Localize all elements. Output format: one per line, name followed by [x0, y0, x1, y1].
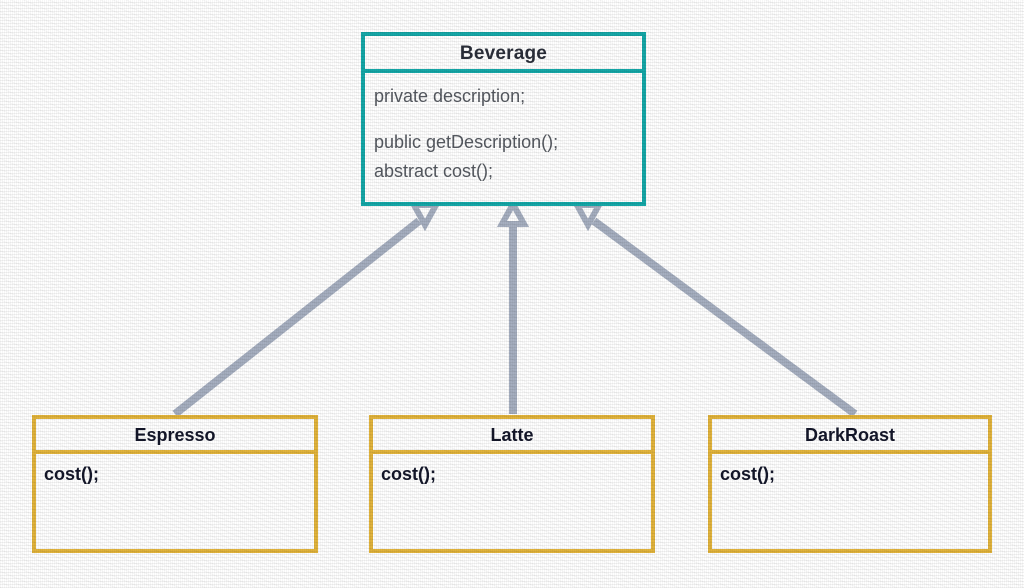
attribute-description: private description;: [374, 86, 526, 106]
class-name-espresso: Espresso: [36, 419, 314, 454]
class-box-espresso[interactable]: Espresso cost();: [32, 415, 318, 553]
member-spacer: [374, 111, 642, 128]
class-box-latte[interactable]: Latte cost();: [369, 415, 655, 553]
hollow-triangle-arrowhead-icon: [496, 197, 530, 227]
class-box-darkroast[interactable]: DarkRoast cost();: [708, 415, 992, 553]
class-members-espresso: cost();: [44, 464, 99, 484]
class-box-beverage[interactable]: Beverage private description; public get…: [361, 32, 646, 206]
operation-get-description: public getDescription();: [374, 132, 559, 152]
class-members-darkroast: cost();: [720, 464, 775, 484]
class-members-latte: cost();: [381, 464, 436, 484]
generalization-espresso-to-beverage: [172, 202, 442, 418]
class-members-beverage: private description; public getDescripti…: [365, 73, 642, 186]
class-name-latte: Latte: [373, 419, 651, 454]
generalization-latte-to-beverage: [496, 197, 530, 414]
generalization-darkroast-to-beverage: [571, 202, 858, 418]
operation-abstract-cost: abstract cost();: [374, 161, 494, 181]
class-name-darkroast: DarkRoast: [712, 419, 988, 454]
class-name-beverage: Beverage: [365, 36, 642, 73]
